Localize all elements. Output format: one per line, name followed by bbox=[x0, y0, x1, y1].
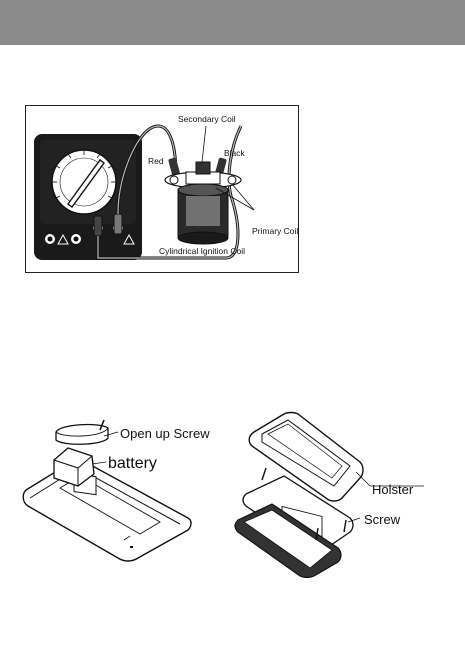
open-screw-label: Open up Screw bbox=[120, 426, 210, 441]
battery-replacement-figure: Open up Screw battery bbox=[20, 418, 230, 568]
secondary-coil-label: Secondary Coil bbox=[178, 114, 236, 124]
ignition-coil-test-figure: Secondary Coil Red Black Primary Coil Cy… bbox=[25, 105, 299, 273]
battery-label: battery bbox=[108, 455, 157, 473]
header-bar bbox=[0, 0, 465, 45]
screw-label: Screw bbox=[364, 512, 400, 527]
primary-coil-label: Primary Coil bbox=[252, 226, 298, 236]
ignition-coil-label: Cylindrical Ignition Coil bbox=[159, 246, 245, 256]
holster-label: Holster bbox=[372, 482, 413, 497]
holster-removal-figure: Holster Screw bbox=[232, 402, 442, 582]
black-lead-label: Black bbox=[224, 148, 245, 158]
red-lead-label: Red bbox=[148, 156, 164, 166]
